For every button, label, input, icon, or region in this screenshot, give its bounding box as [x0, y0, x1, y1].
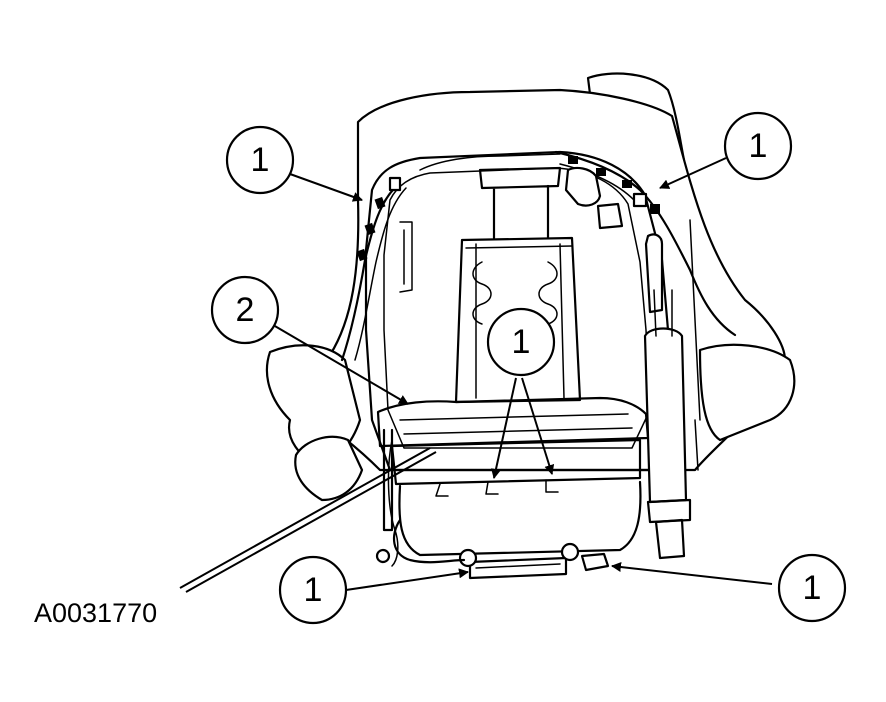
lower-clip-right: [580, 552, 610, 572]
upper-bracket: [478, 166, 562, 240]
seat-pan: [390, 438, 642, 486]
lower-wire-loop: [392, 518, 466, 564]
callout-label: 1: [251, 141, 270, 179]
leader-c1: [289, 173, 363, 202]
leader-c2: [659, 157, 727, 189]
figure-reference-code: A0031770: [34, 598, 157, 628]
callout-label: 1: [803, 569, 822, 607]
leader-lines: [179, 157, 773, 593]
callout-1-bottom-left: 1: [278, 555, 348, 625]
callout-label: 1: [304, 571, 323, 609]
lower-seat-frame: [398, 480, 642, 557]
left-harness-clips: [356, 176, 402, 262]
leader-c5: [345, 568, 469, 591]
leader-c3: [267, 321, 409, 405]
recliner-strut-body: [643, 327, 688, 504]
left-lower-pad: [294, 435, 364, 502]
left-lower-wire: [387, 439, 399, 567]
right-harness: [554, 150, 737, 337]
lower-connector-tray: [468, 556, 568, 580]
callout-label: 1: [512, 323, 531, 361]
callout-1-right: 1: [723, 111, 793, 181]
spring-right: [538, 261, 558, 325]
right-harness-clips: [568, 156, 660, 214]
callout-2: 2: [210, 275, 280, 345]
right-side-bolster: [698, 343, 796, 442]
leader-c4b: [521, 377, 555, 475]
right-connector: [564, 166, 602, 207]
spring-left: [472, 261, 492, 325]
callout-1-left: 1: [225, 125, 295, 195]
leader-c6: [611, 562, 773, 585]
leader-c4a: [491, 377, 517, 479]
suspension-panel: [454, 236, 582, 404]
callout-label: 1: [749, 127, 768, 165]
reference-leader: [179, 447, 431, 589]
recliner-strut-upper: [644, 233, 664, 314]
callout-1-bottom-right: 1: [777, 553, 847, 623]
callout-label: 2: [236, 291, 255, 329]
callout-1-center: 1: [486, 307, 556, 377]
